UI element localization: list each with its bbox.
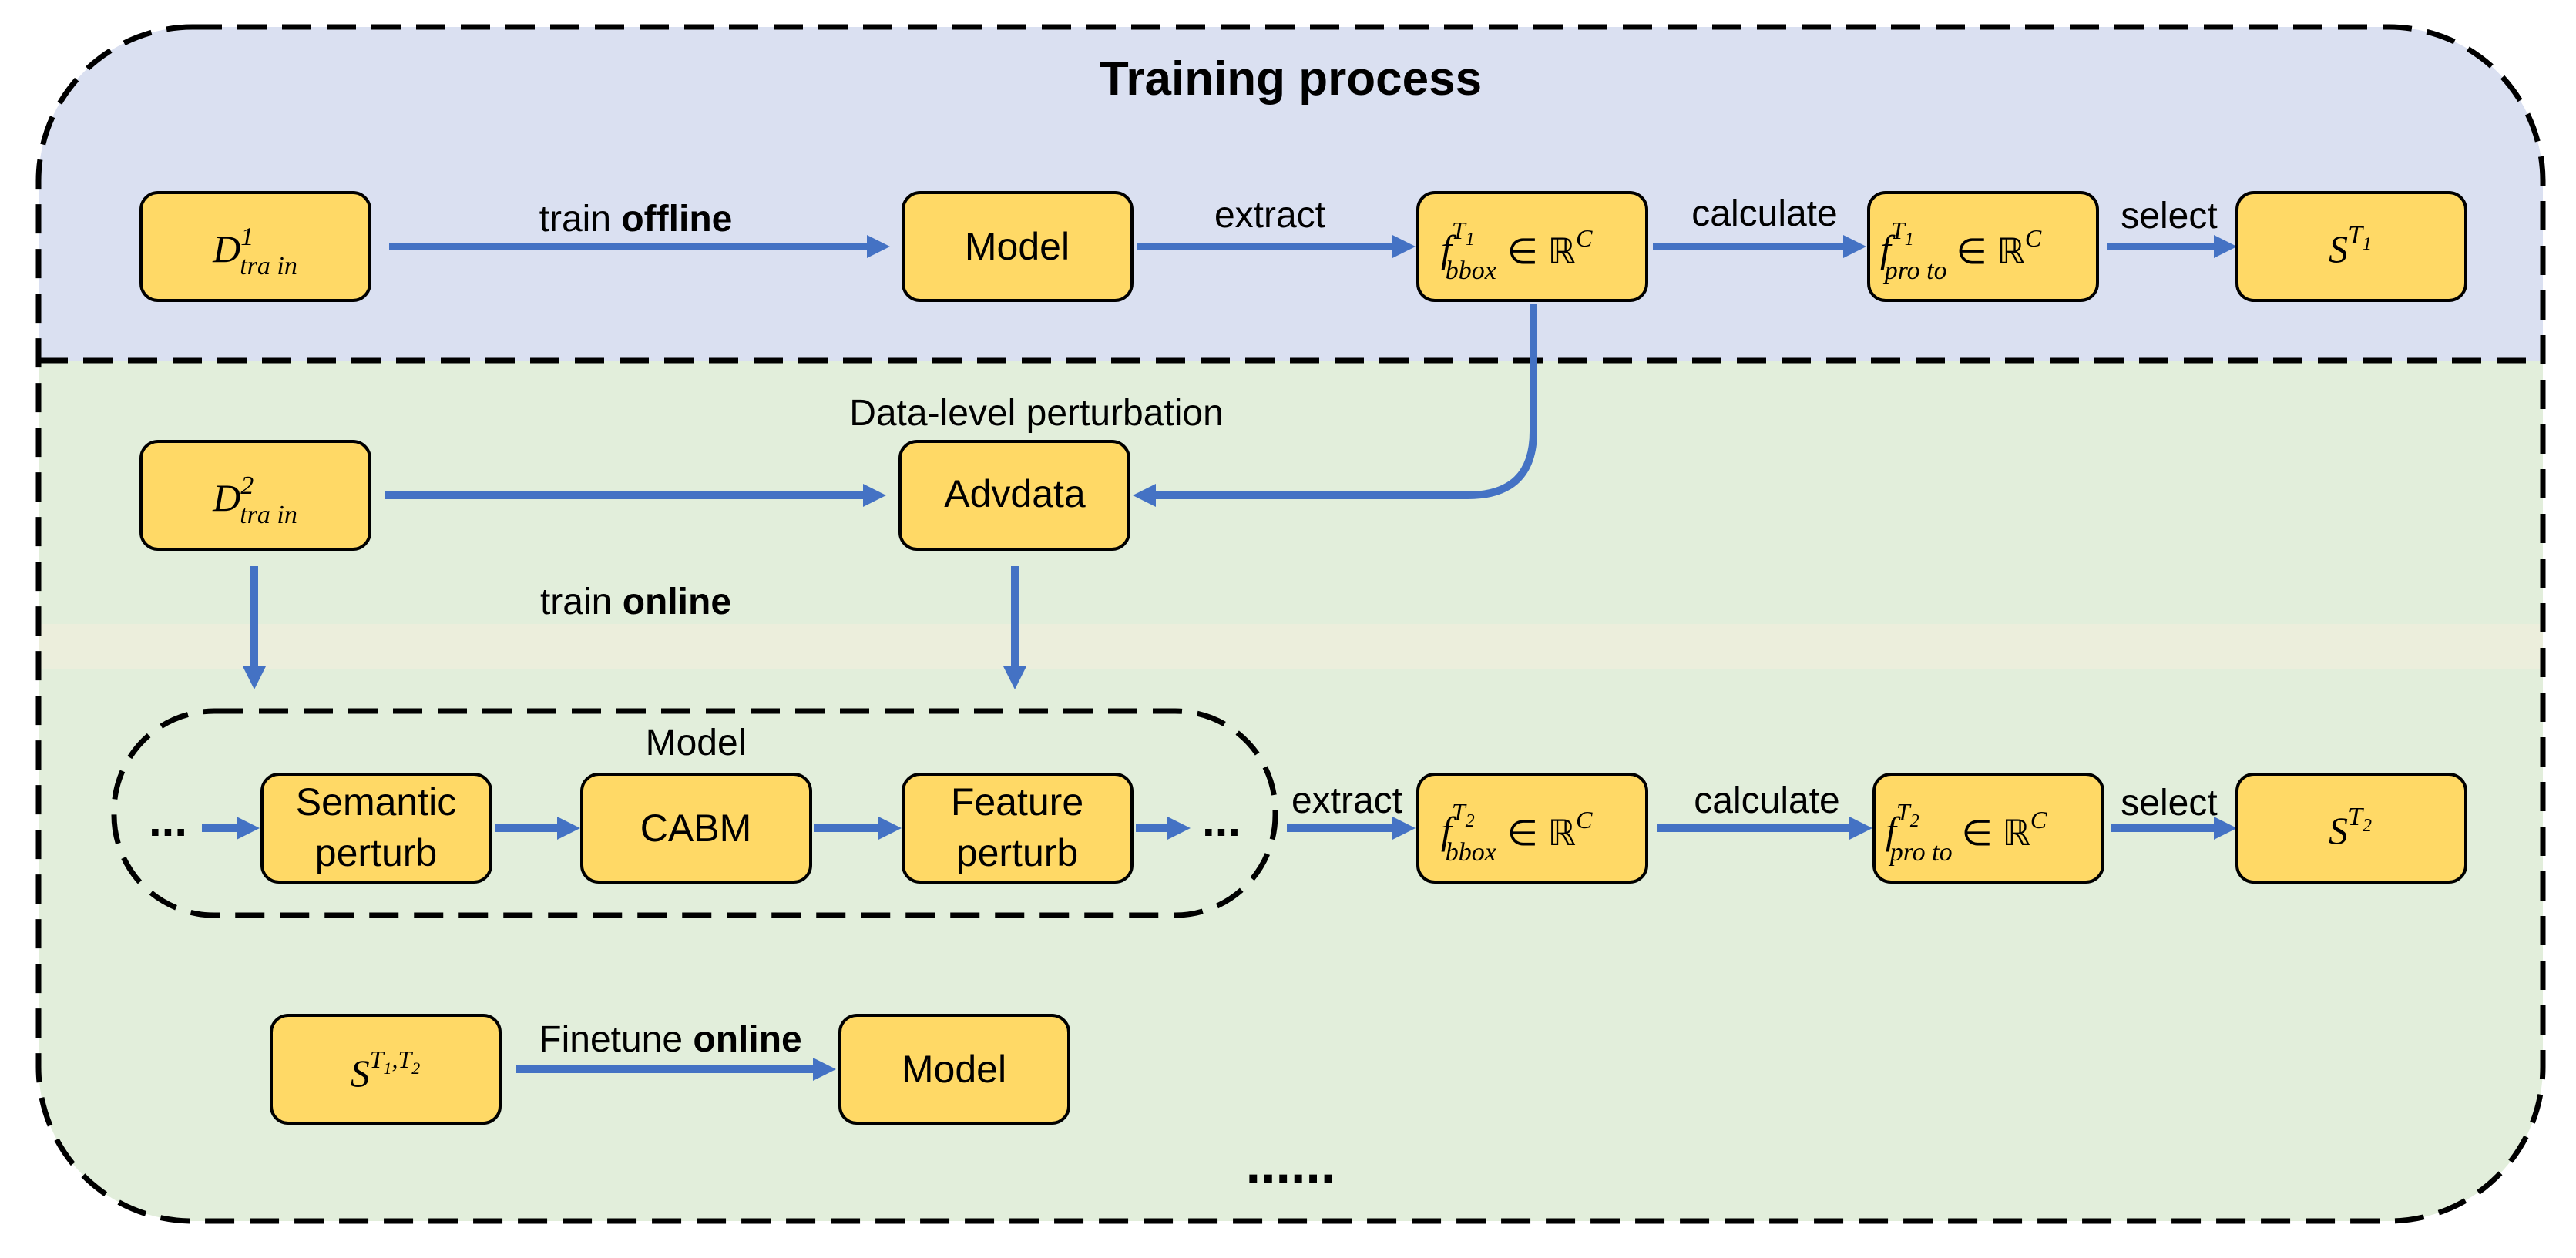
finetune-online-label: Finetune online <box>539 1019 801 1060</box>
model-box-final-label: Model <box>902 1048 1006 1091</box>
s-t2-box <box>2235 773 2467 884</box>
select-label-2: select <box>2121 783 2217 824</box>
advdata-box <box>898 440 1130 551</box>
model-group-label: Model <box>646 723 747 763</box>
s-t1-t2-box <box>270 1014 502 1125</box>
train-offline-label: train offline <box>539 199 733 240</box>
model-box-1-label: Model <box>965 225 1070 268</box>
extract-label-2: extract <box>1291 780 1402 821</box>
arrowhead <box>878 817 902 840</box>
f-bbox-t1-box <box>1416 191 1648 302</box>
s-t1-t2-label: ST1,T2 <box>351 1045 421 1095</box>
arrowhead <box>243 666 266 689</box>
arrow-fbbox-to-advdata <box>1152 304 1537 499</box>
calculate-label-2: calculate <box>1694 780 1839 821</box>
arrowhead <box>813 1058 836 1081</box>
calculate-label-1: calculate <box>1691 193 1837 234</box>
light-band <box>39 624 2543 669</box>
arrowhead <box>1392 817 1416 840</box>
train-online-label: train online <box>540 582 731 622</box>
arrowhead <box>1003 666 1026 689</box>
advdata-label: Advdata <box>944 472 1086 515</box>
arrowhead <box>867 235 890 258</box>
extract-label-1: extract <box>1214 195 1325 236</box>
ellipsis-left: ... <box>149 794 187 846</box>
arrowhead <box>2214 235 2237 258</box>
arrowhead <box>237 817 260 840</box>
model-group-dashed <box>111 708 1278 918</box>
feature-perturb-box <box>902 773 1134 884</box>
arrowhead <box>1843 235 1866 258</box>
model-box-1 <box>902 191 1134 302</box>
f-proto-t1-box <box>1867 191 2099 302</box>
arrowhead <box>1133 484 1156 507</box>
arrowhead <box>1392 235 1416 258</box>
feature-perturb-label-2: perturb <box>956 831 1078 874</box>
bottom-ellipsis: ...... <box>1246 1134 1336 1194</box>
arrowhead <box>1849 817 1872 840</box>
s-t1-box <box>2235 191 2467 302</box>
s-t2-label: ST2 <box>2329 803 2372 852</box>
arrowhead <box>1167 817 1191 840</box>
semantic-perturb-label-1: Semantic <box>296 780 456 824</box>
f-proto-t2-box <box>1872 773 2104 884</box>
outer-dashed-border <box>35 24 2546 1224</box>
feature-perturb-label-1: Feature <box>951 780 1083 824</box>
arrowhead <box>557 817 580 840</box>
data-level-perturbation-label: Data-level perturbation <box>849 393 1224 434</box>
diagram-title: Training process <box>1100 52 1482 106</box>
semantic-perturb-label-2: perturb <box>315 831 437 874</box>
cabm-label: CABM <box>640 807 751 850</box>
s-t1-label: ST1 <box>2329 221 2372 270</box>
cabm-box <box>580 773 812 884</box>
ellipsis-right: ... <box>1202 794 1241 846</box>
d-train-1-box <box>139 191 371 302</box>
f-bbox-t2-box <box>1416 773 1648 884</box>
model-box-final <box>838 1014 1070 1125</box>
d-train-2-box <box>139 440 371 551</box>
top-panel-bg <box>39 27 2543 361</box>
arrowhead <box>2214 817 2237 840</box>
select-label-1: select <box>2121 196 2217 237</box>
arrowhead <box>863 484 886 507</box>
semantic-perturb-box <box>260 773 492 884</box>
